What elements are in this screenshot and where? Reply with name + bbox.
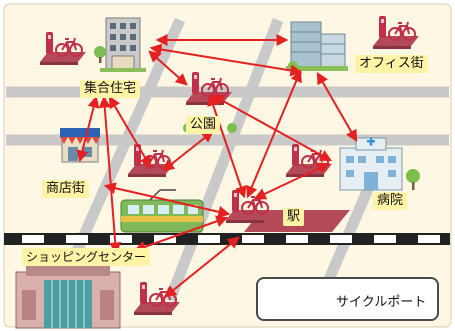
apartment-building-icon: [100, 17, 146, 72]
shopping-mall-icon: [15, 266, 121, 329]
route-arrow: [148, 50, 188, 86]
route-arrow: [98, 95, 122, 255]
route-arrow: [162, 130, 214, 172]
label-park: 公園: [186, 116, 221, 134]
route-arrow: [133, 215, 229, 253]
label-hospital: 病院: [373, 192, 408, 210]
legend-label: サイクルポート: [336, 295, 427, 310]
label-station: 駅: [283, 208, 305, 226]
route-arrows: [76, 34, 358, 298]
label-office: オフィス街: [355, 55, 428, 73]
legend: サイクルポート: [256, 277, 439, 321]
route-arrow: [316, 71, 358, 143]
label-mall: ショッピングセンター: [22, 248, 151, 266]
route-arrow: [103, 182, 231, 218]
route-arrow: [253, 162, 331, 200]
route-arrow: [76, 95, 100, 163]
hospital-icon: [339, 137, 420, 191]
label-shops: 商店街: [42, 180, 90, 198]
label-housing: 集合住宅: [80, 80, 141, 98]
railway: [4, 233, 450, 245]
